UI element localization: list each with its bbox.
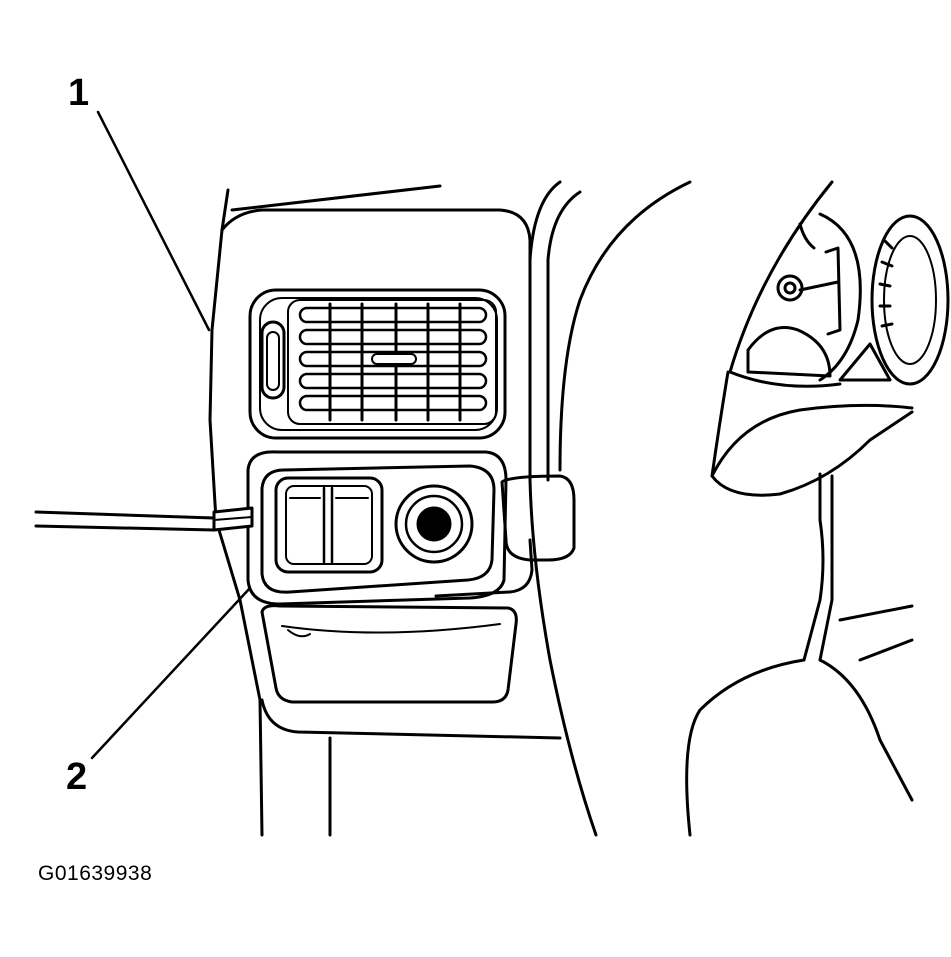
steering-column bbox=[687, 405, 912, 835]
center-console bbox=[502, 182, 690, 835]
callout-label-2: 2 bbox=[66, 756, 88, 798]
figure-identifier: G01639938 bbox=[38, 862, 153, 885]
leader-line-1 bbox=[98, 112, 209, 330]
lower-storage-pocket bbox=[262, 606, 516, 702]
instrument-cluster bbox=[712, 182, 948, 495]
callout-label-1: 1 bbox=[68, 72, 90, 114]
pry-tool bbox=[36, 508, 252, 530]
leader-line-2 bbox=[92, 588, 250, 758]
air-vent bbox=[250, 290, 505, 438]
switch-bezel bbox=[248, 452, 532, 604]
